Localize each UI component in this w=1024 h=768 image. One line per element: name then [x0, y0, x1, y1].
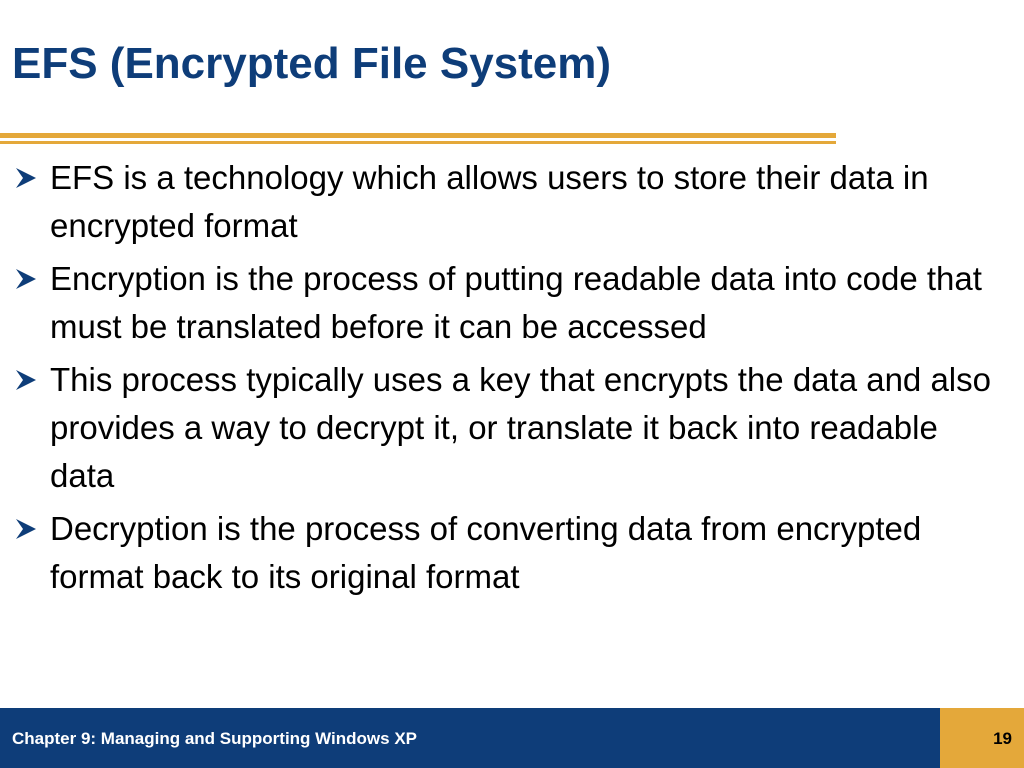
arrow-bullet-icon: [14, 154, 50, 202]
bullet-list: EFS is a technology which allows users t…: [14, 154, 1004, 606]
footer-bar: Chapter 9: Managing and Supporting Windo…: [0, 708, 940, 768]
footer-page-box: 19: [940, 708, 1024, 768]
bullet-item: EFS is a technology which allows users t…: [14, 154, 1004, 250]
bullet-item: This process typically uses a key that e…: [14, 356, 1004, 500]
footer-chapter-title: Chapter 9: Managing and Supporting Windo…: [12, 729, 418, 748]
bullet-text: Decryption is the process of converting …: [50, 510, 922, 595]
bullet-text: EFS is a technology which allows users t…: [50, 159, 929, 244]
bullet-text: Encryption is the process of putting rea…: [50, 260, 982, 345]
page-number: 19: [993, 729, 1012, 748]
bullet-text: This process typically uses a key that e…: [50, 361, 991, 494]
arrow-bullet-icon: [14, 356, 50, 404]
arrow-bullet-icon: [14, 255, 50, 303]
bullet-item: Encryption is the process of putting rea…: [14, 255, 1004, 351]
title-divider-thick: [0, 133, 836, 138]
bullet-item: Decryption is the process of converting …: [14, 505, 1004, 601]
arrow-bullet-icon: [14, 505, 50, 553]
title-divider-thin: [0, 141, 836, 144]
slide-title: EFS (Encrypted File System): [12, 39, 612, 88]
